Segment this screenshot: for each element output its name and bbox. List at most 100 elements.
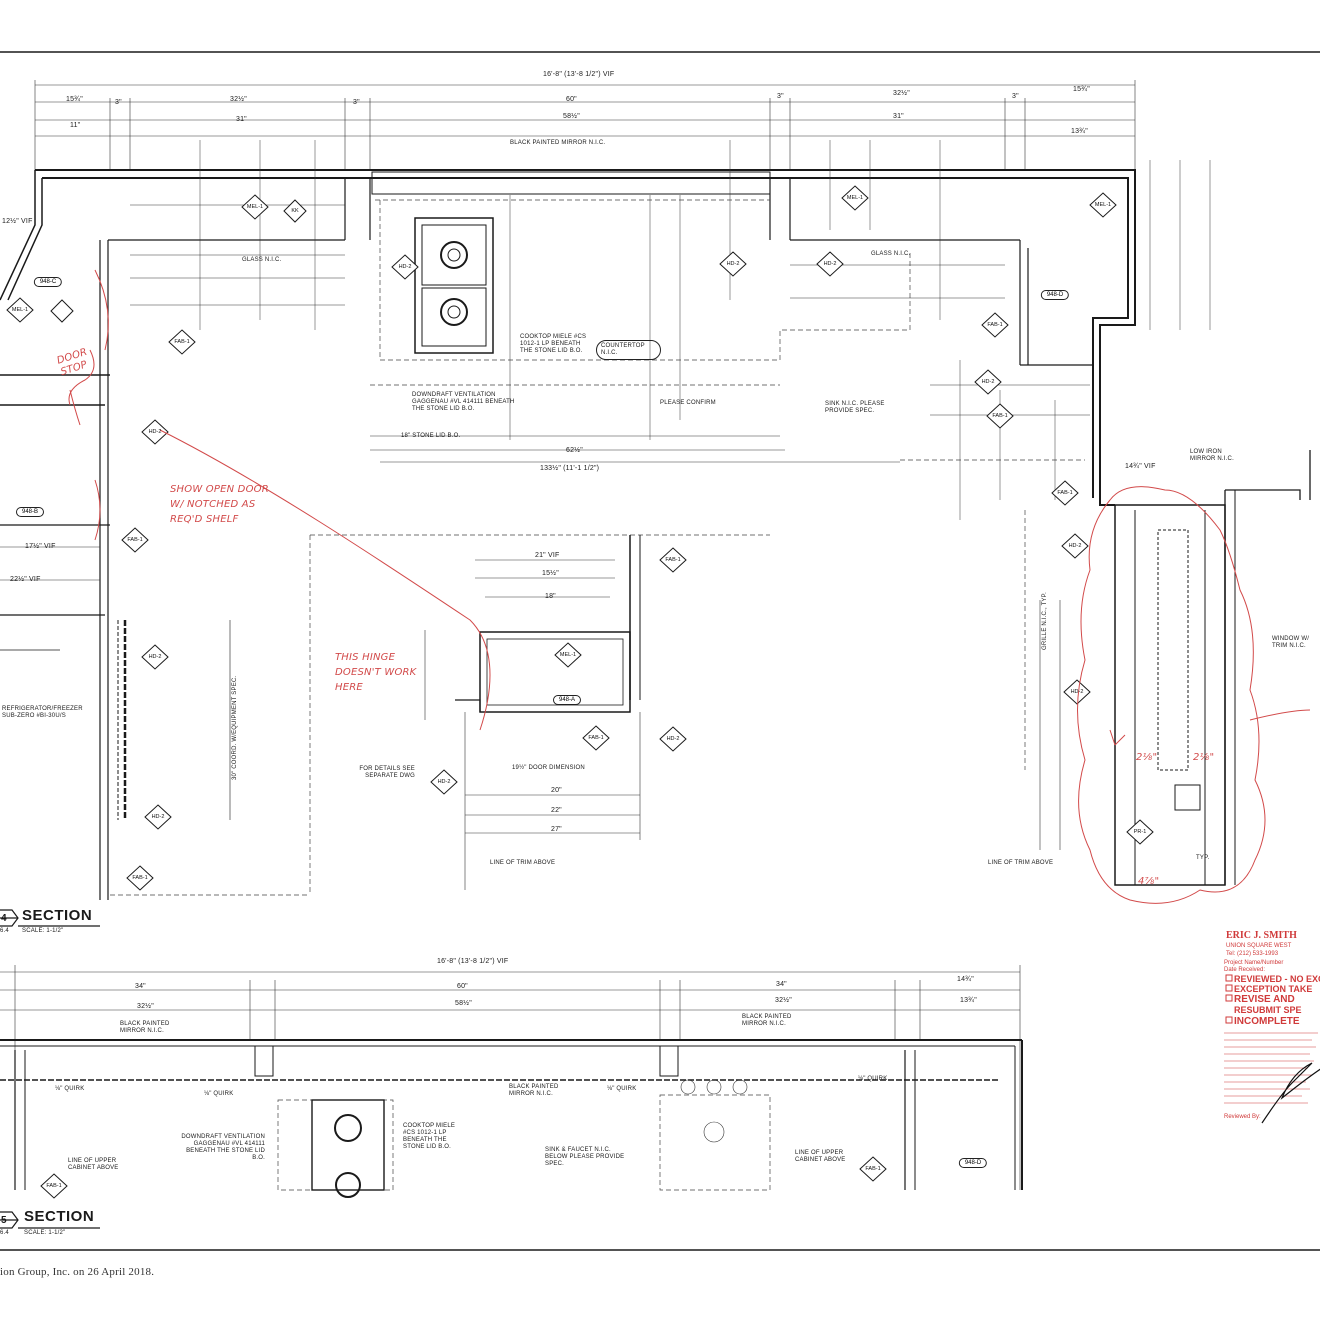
- bottom-tag-fab-1: FAB-1: [46, 1183, 62, 1189]
- tag-hd-3: HD-2: [151, 814, 165, 820]
- ref-948-c: 948-C: [33, 277, 63, 287]
- note-coord: 30" COORD. W/EQUIPMENT SPEC.: [232, 675, 238, 780]
- bottom-note-upper-left: LINE OF UPPER CABINET ABOVE: [68, 1158, 119, 1171]
- bottom-dim-0: 34": [135, 983, 146, 990]
- dim-62: 62½": [566, 447, 583, 454]
- tag-mel-4: MEL-1: [1094, 202, 1112, 208]
- stamp-scribble: [1224, 974, 1320, 1124]
- bottom-dim-7: 13¾": [960, 997, 977, 1004]
- dim-sub-3: 31": [893, 113, 904, 120]
- bottom-note-downdraft: DOWNDRAFT VENTILATION GAGGENAU #VL 41411…: [181, 1134, 265, 1161]
- section-4-title: SECTION: [22, 907, 93, 924]
- note-glass-left: GLASS N.I.C.: [242, 257, 282, 263]
- note-glass-right: GLASS N.I.C.: [871, 251, 911, 257]
- dim-top-7: 3": [1012, 93, 1019, 100]
- bottom-dim-3: 14¾": [957, 976, 974, 983]
- small-cabinet: [424, 535, 641, 890]
- tag-hd-4: HD-2: [398, 264, 412, 270]
- review-stamp: ERIC J. SMITH UNION SQUARE WEST Tel: (21…: [1222, 928, 1320, 1128]
- bottom-dim-6: 32½": [775, 997, 792, 1004]
- dim-133: 133½" (11'-1 1/2"): [540, 465, 600, 472]
- dim-27: 27": [551, 826, 562, 833]
- bottom-overall-dimension: 16'-8" (13'-8 1/2") VIF: [437, 958, 509, 965]
- bottom-note-mirror-center: BLACK PAINTED MIRROR N.I.C.: [509, 1084, 559, 1097]
- redline-markups: [68, 269, 1311, 904]
- section-4-scale: SCALE: 1-1/2": [22, 928, 64, 934]
- markup-show-open: SHOW OPEN DOOR W/ NOTCHED AS REQ'D SHELF: [170, 484, 269, 525]
- dim-18: 18": [545, 593, 556, 600]
- tag-hd-2: HD-2: [148, 654, 162, 660]
- equipment-tags: [6, 185, 1154, 1199]
- tag-hd-8: HD-2: [1068, 543, 1082, 549]
- note-sink: SINK N.I.C. PLEASE PROVIDE SPEC.: [825, 401, 885, 414]
- dim-17: 17½" VIF: [25, 543, 56, 550]
- footer-credit: ion Group, Inc. on 26 April 2018.: [0, 1266, 155, 1278]
- cooktop-unit: [414, 217, 494, 354]
- note-countertop: COUNTERTOP N.I.C.: [596, 340, 661, 360]
- overall-dimension: 16'-8" (13'-8 1/2") VIF: [543, 71, 615, 78]
- section-5-scale: SCALE: 1-1/2": [24, 1230, 66, 1236]
- stamp-option-1: EXCEPTION TAKE: [1234, 984, 1313, 994]
- bottom-note-upper-right: LINE OF UPPER CABINET ABOVE: [795, 1150, 846, 1163]
- note-grille: GRILLE N.I.C., TYP.: [1042, 592, 1048, 650]
- tag-kk: KK: [291, 208, 299, 214]
- dim-sub-0: 11": [70, 122, 81, 129]
- note-line-trim-left: LINE OF TRIM ABOVE: [490, 860, 556, 866]
- note-line-trim-right: LINE OF TRIM ABOVE: [988, 860, 1054, 866]
- dim-22: 22½" VIF: [10, 576, 41, 583]
- bottom-dim-2: 34": [776, 981, 787, 988]
- refrigerator-cabinet: [0, 615, 231, 895]
- tag-fab-6: FAB-1: [1057, 490, 1073, 496]
- section-4-sheet: 6.4: [0, 928, 9, 934]
- tag-hd-11: HD-2: [437, 779, 451, 785]
- note-details: FOR DETAILS SEE SEPARATE DWG: [359, 766, 415, 779]
- section-5-sheet: 6.4: [0, 1230, 9, 1236]
- tag-fab-2: FAB-1: [127, 537, 143, 543]
- dim-top-3: 3": [353, 99, 360, 106]
- top-dimension-lines: [34, 80, 1136, 170]
- window-wall: [1039, 450, 1311, 886]
- dim-top-8: 15¾": [1073, 86, 1090, 93]
- dim-15: 15½": [542, 570, 559, 577]
- dim-12: 12½" VIF: [2, 218, 33, 225]
- tag-fab-7: FAB-1: [665, 557, 681, 563]
- tag-hd-10: HD-2: [666, 736, 680, 742]
- tag-fab-8: FAB-1: [588, 735, 604, 741]
- note-black-mirror: BLACK PAINTED MIRROR N.I.C.: [510, 140, 606, 146]
- stamp-option-4: INCOMPLETE: [1234, 1016, 1300, 1027]
- tag-hd-6: HD-2: [823, 261, 837, 267]
- dim-sub-4: 13¾": [1071, 128, 1088, 135]
- dim-top-2: 32½": [230, 96, 247, 103]
- tag-fab-4: FAB-1: [987, 322, 1003, 328]
- section-4-number: 4: [1, 913, 7, 924]
- section-5-number: 5: [1, 1215, 7, 1226]
- markup-dim-c: 4⅞": [1138, 876, 1160, 887]
- top-dashed-lines: [110, 199, 1085, 896]
- note-please-confirm: PLEASE CONFIRM: [660, 400, 716, 406]
- section-5-title: SECTION: [24, 1208, 95, 1225]
- ref-948-b: 948-B: [15, 507, 45, 517]
- bottom-note-cooktop: COOKTOP MIELE #CS 1012-1 LP BENEATH THE …: [403, 1123, 456, 1150]
- dim-top-0: 15¾": [66, 96, 83, 103]
- bottom-elevation-outline: [0, 1039, 1023, 1198]
- bottom-dimension-lines: [0, 965, 1021, 1190]
- stamp-received: Date Received:: [1224, 967, 1266, 973]
- tag-pr-1: PR-1: [1133, 829, 1147, 835]
- bottom-dim-5: 58½": [455, 1000, 472, 1007]
- bottom-tag-fab-2: FAB-1: [865, 1166, 881, 1172]
- bottom-dim-4: 32½": [137, 1003, 154, 1010]
- note-cooktop: COOKTOP MIELE #CS 1012-1 LP BENEATH THE …: [520, 334, 587, 354]
- section-markers: [0, 909, 100, 1229]
- dim-14: 14¾" VIF: [1125, 463, 1156, 470]
- dim-sub-2: 58½": [563, 113, 580, 120]
- dim-22b: 22": [551, 807, 562, 814]
- stamp-project: Project Name/Number: [1224, 960, 1284, 966]
- tag-mel-3: MEL-1: [846, 195, 864, 201]
- bottom-quirk-2: ⅛" QUIRK: [607, 1086, 637, 1092]
- dim-top-5: 3": [777, 93, 784, 100]
- note-fridge: REFRIGERATOR/FREEZER SUB-ZERO #BI-30U/S: [2, 706, 83, 719]
- bottom-note-mirror-right: BLACK PAINTED MIRROR N.I.C.: [742, 1014, 792, 1027]
- ref-948-d: 948-D: [1040, 290, 1070, 300]
- bottom-quirk-3: ⅛" QUIRK: [858, 1076, 888, 1082]
